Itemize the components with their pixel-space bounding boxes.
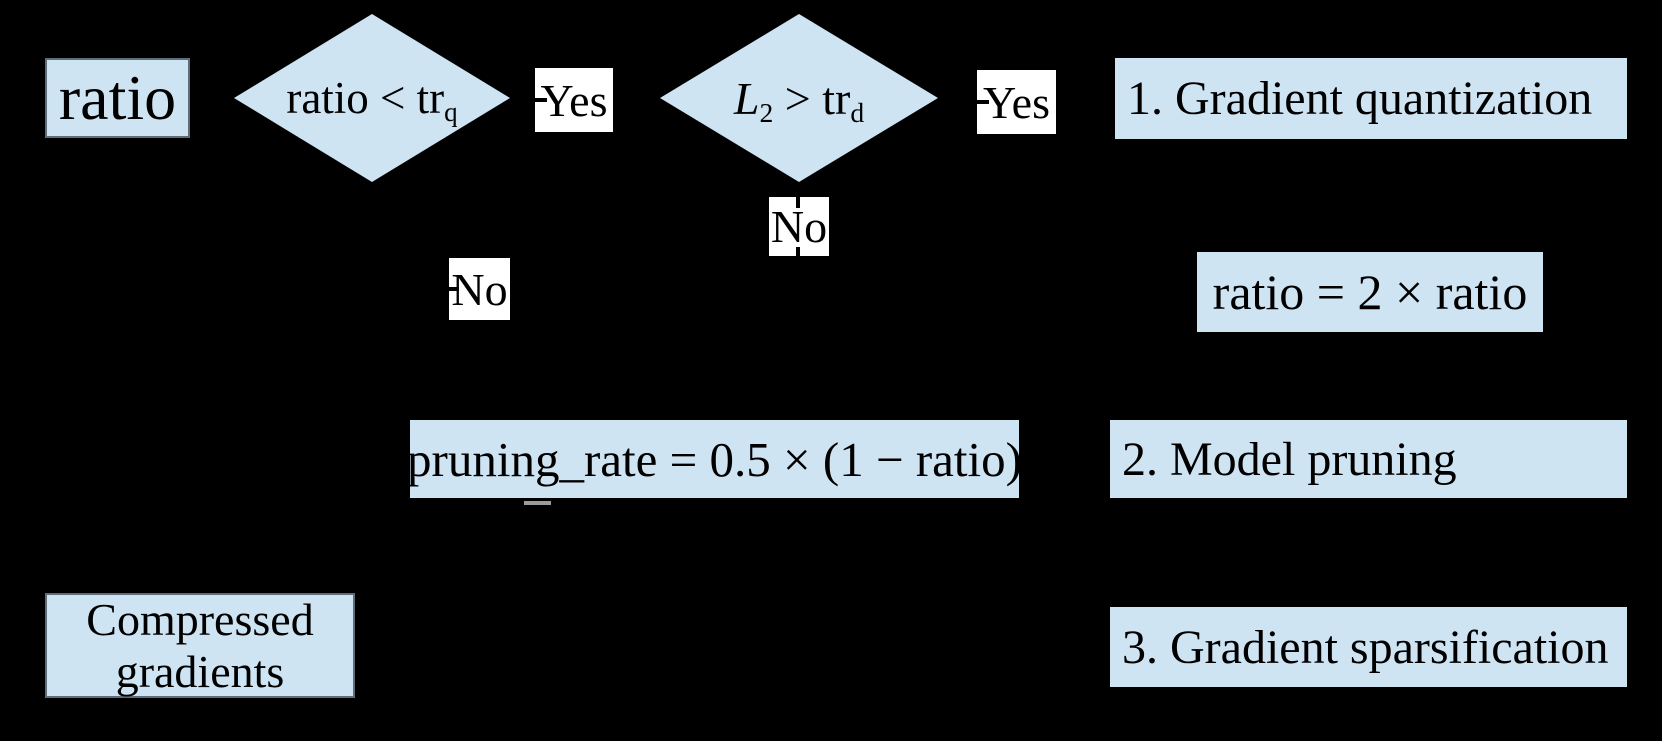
decision-ratio-lt-trq-label: ratio < trq (286, 72, 458, 128)
branch-label-no-2-text: No (770, 201, 828, 252)
arrow-stub-no-2-bottom (796, 247, 800, 259)
node-step1-gradient-quantization: 1. Gradient quantization (1115, 58, 1627, 139)
arrow-stub-no-1 (449, 287, 459, 291)
decision-ratio-lt-trq: ratio < trq (234, 14, 510, 182)
branch-label-no-1-text: No (451, 263, 508, 315)
node-ratio-update: ratio = 2 × ratio (1197, 252, 1543, 332)
decision-l2-var: L (733, 72, 760, 124)
arrow-stub-no-2-top (796, 197, 800, 208)
decision-l2-gt-trd-label: L2 > trd (733, 72, 865, 128)
node-step3-label: 3. Gradient sparsification (1122, 620, 1609, 674)
branch-label-yes-1-text: Yes (540, 74, 608, 126)
decision-l2-gt-trd: L2 > trd (660, 14, 938, 182)
branch-label-yes-1: Yes (535, 68, 613, 132)
branch-label-yes-2-text: Yes (983, 76, 1050, 128)
decision-l2-subscript: d (850, 96, 865, 128)
branch-label-yes-2: Yes (977, 70, 1056, 134)
decision-l2-comparison-text: > tr (773, 72, 851, 124)
decision-condition-text: ratio < tr (286, 73, 445, 123)
arrow-stub-yes-2 (977, 100, 989, 104)
decision-condition-subscript: q (444, 97, 458, 128)
node-pruning-rate-label: pruning_rate = 0.5 × (1 − ratio) (407, 431, 1022, 487)
node-compressed-gradients-line2: gradients (115, 645, 285, 697)
node-ratio-input: ratio (45, 58, 190, 138)
node-pruning-rate: pruning_rate = 0.5 × (1 − ratio) (407, 420, 1022, 498)
node-ratio-input-label: ratio (58, 62, 177, 133)
node-compressed-gradients-line1: Compressed (86, 593, 314, 645)
node-step3-gradient-sparsification: 3. Gradient sparsification (1110, 607, 1627, 687)
underscore-artifact (524, 501, 551, 505)
node-step2-label: 2. Model pruning (1122, 432, 1457, 486)
branch-label-no-1: No (449, 258, 510, 320)
node-step1-label: 1. Gradient quantization (1127, 72, 1593, 125)
node-step2-model-pruning: 2. Model pruning (1110, 420, 1627, 498)
decision-l2-var-subscript: 2 (759, 96, 774, 128)
node-ratio-update-label: ratio = 2 × ratio (1212, 264, 1528, 320)
arrow-stub-yes-1 (535, 98, 547, 102)
node-compressed-gradients: Compressed gradients (45, 593, 355, 698)
